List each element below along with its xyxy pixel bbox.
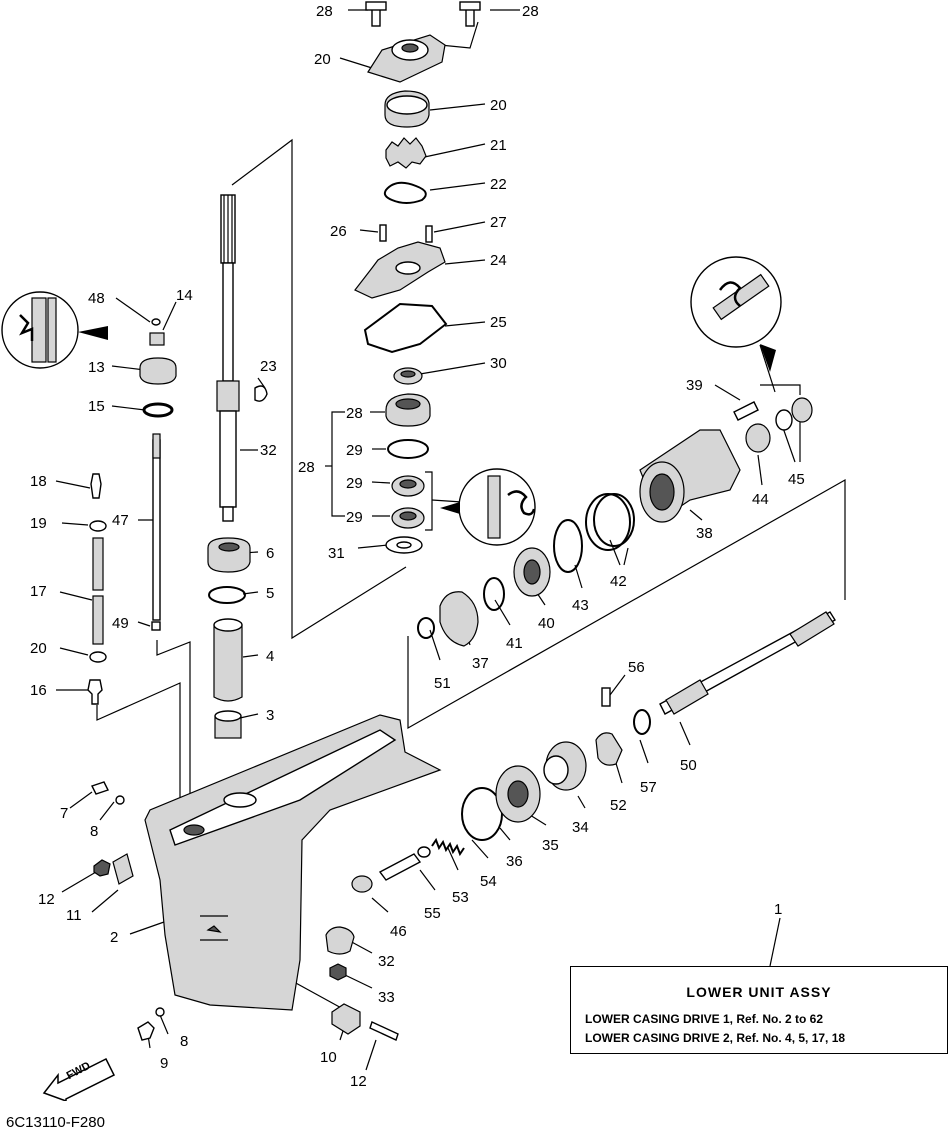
callout-47: 42	[610, 573, 627, 590]
callout-12: 12	[350, 1073, 367, 1090]
callout-24: 22	[490, 176, 507, 193]
forward-arrow-icon: FWD	[40, 1053, 120, 1103]
callout-35: 31	[328, 545, 345, 562]
callout-38: 33	[378, 989, 395, 1006]
water-pump-housing-icon	[365, 1, 481, 83]
callout-3: 3	[266, 707, 274, 724]
callout-28: 26	[330, 223, 347, 240]
callout-59: 54	[480, 873, 497, 890]
callout-41: 36	[506, 853, 523, 870]
legend-line-1: LOWER CASING DRIVE 1, Ref. No. 2 to 62	[585, 1012, 824, 1026]
callout-62: 57	[640, 779, 657, 796]
callout-48: 43	[572, 597, 589, 614]
legend-title: LOWER UNIT ASSY	[686, 984, 832, 1000]
callout-34: 30	[490, 355, 507, 372]
drive-shaft-icon	[216, 194, 268, 522]
callout-8: 8	[90, 823, 98, 840]
callout-51: 46	[390, 923, 407, 940]
callout-56: 51	[434, 675, 451, 692]
callout-33: 29	[346, 442, 363, 459]
callout-13: 12	[38, 891, 55, 908]
callout-29: 28	[522, 3, 539, 20]
callout-9: 9	[160, 1055, 168, 1072]
callout-36: 32	[260, 442, 277, 459]
callout-20: 20	[30, 640, 47, 657]
callout-19: 18	[30, 473, 47, 490]
callout-2: 2	[110, 929, 118, 946]
callout-32: 29	[346, 475, 363, 492]
bearing-housing-icon	[639, 429, 741, 523]
legend-box: LOWER UNIT ASSY LOWER CASING DRIVE 1, Re…	[570, 966, 948, 1054]
callout-16: 15	[88, 398, 105, 415]
callout-60: 55	[424, 905, 441, 922]
detail-circles	[1, 256, 782, 546]
callout-22: 20	[490, 97, 507, 114]
callout-1: 1	[774, 901, 782, 918]
callout-53: 48	[88, 290, 105, 307]
callout-30: 28	[298, 459, 315, 476]
callout-61: 56	[628, 659, 645, 676]
callout-11: 11	[66, 907, 82, 924]
callout-27: 25	[490, 314, 507, 331]
callout-52: 47	[112, 512, 129, 529]
callout-57: 52	[610, 797, 627, 814]
callout-50: 45	[788, 471, 805, 488]
callout-6: 6	[266, 545, 274, 562]
callout-14: 13	[88, 359, 105, 376]
callout-17: 16	[30, 682, 47, 699]
callouts: 28 28 20 20 21 22 26 27 24 25 30 28 29 2…	[30, 3, 805, 1090]
legend-line-2: LOWER CASING DRIVE 2, Ref. No. 4, 5, 17,…	[585, 1031, 846, 1045]
callout-5: 5	[266, 585, 274, 602]
callout-39: 34	[572, 819, 589, 836]
callout-55: 50	[680, 757, 697, 774]
callout-44: 39	[686, 377, 703, 394]
callout-28: 27	[490, 214, 507, 231]
callout-45: 40	[538, 615, 555, 632]
lower-casing-icon	[144, 714, 442, 1011]
callout-10: 10	[320, 1049, 337, 1066]
drawing-number: 6C13110-F280	[6, 1114, 105, 1131]
callout-40: 35	[542, 837, 559, 854]
callout-23: 21	[490, 137, 507, 154]
callout-46: 41	[506, 635, 523, 652]
parts	[87, 1, 836, 1041]
callout-7: 7	[60, 805, 68, 822]
callout-58: 53	[452, 889, 469, 906]
callout-25: 23	[260, 358, 277, 375]
callout-8: 8	[180, 1033, 188, 1050]
callout-26: 24	[490, 252, 507, 269]
callout-37: 32	[378, 953, 395, 970]
callout-20: 19	[30, 515, 47, 532]
callout-15: 14	[176, 287, 193, 304]
callout-42: 37	[472, 655, 489, 672]
callout-18: 17	[30, 583, 47, 600]
callout-31: 28	[346, 405, 363, 422]
callout-54: 49	[112, 615, 129, 632]
callout-43: 38	[696, 525, 713, 542]
callout-49: 44	[752, 491, 769, 508]
callout-4: 4	[266, 648, 274, 665]
callout-29: 28	[316, 3, 333, 20]
callout-21: 20	[314, 51, 331, 68]
callout-32: 29	[346, 509, 363, 526]
